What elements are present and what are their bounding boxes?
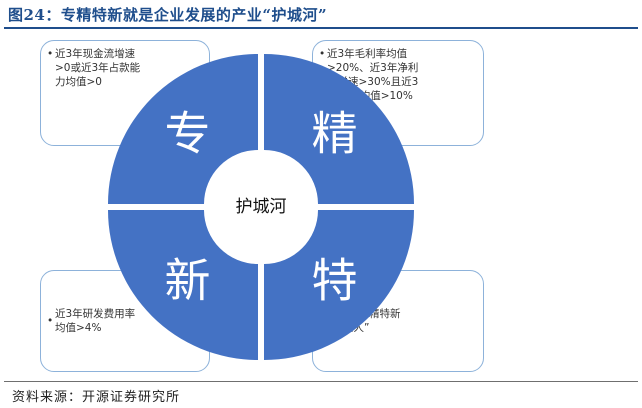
bullet-marker: • (47, 48, 54, 60)
quadrant-top-left (108, 54, 258, 204)
quadrant-label-top-right: 精 (312, 106, 358, 160)
source-note: 资料来源：开源证券研究所 (12, 390, 181, 405)
figure-title: 图24：专精特新就是企业发展的产业“护城河” (8, 6, 328, 24)
quadrant-label-top-left: 专 (164, 106, 210, 160)
quadrant-bottom-right (264, 210, 414, 360)
criteria-text: 近3年现金流增速 >0或近3年占款能 力均值>0 (55, 48, 141, 88)
quadrant-top-right (264, 54, 414, 204)
title-divider (4, 27, 638, 29)
quadrant-label-bottom-right: 特 (312, 254, 358, 308)
bullet-marker: • (319, 48, 326, 60)
quadrant-bottom-left (108, 210, 258, 360)
bullet-marker: • (47, 315, 54, 327)
footer-divider (4, 381, 638, 382)
criteria-text: 近3年研发费用率 均值>4% (55, 308, 136, 334)
center-label: 护城河 (236, 197, 287, 217)
center-circle (207, 153, 315, 261)
quadrant-label-bottom-left: 新 (164, 254, 210, 308)
